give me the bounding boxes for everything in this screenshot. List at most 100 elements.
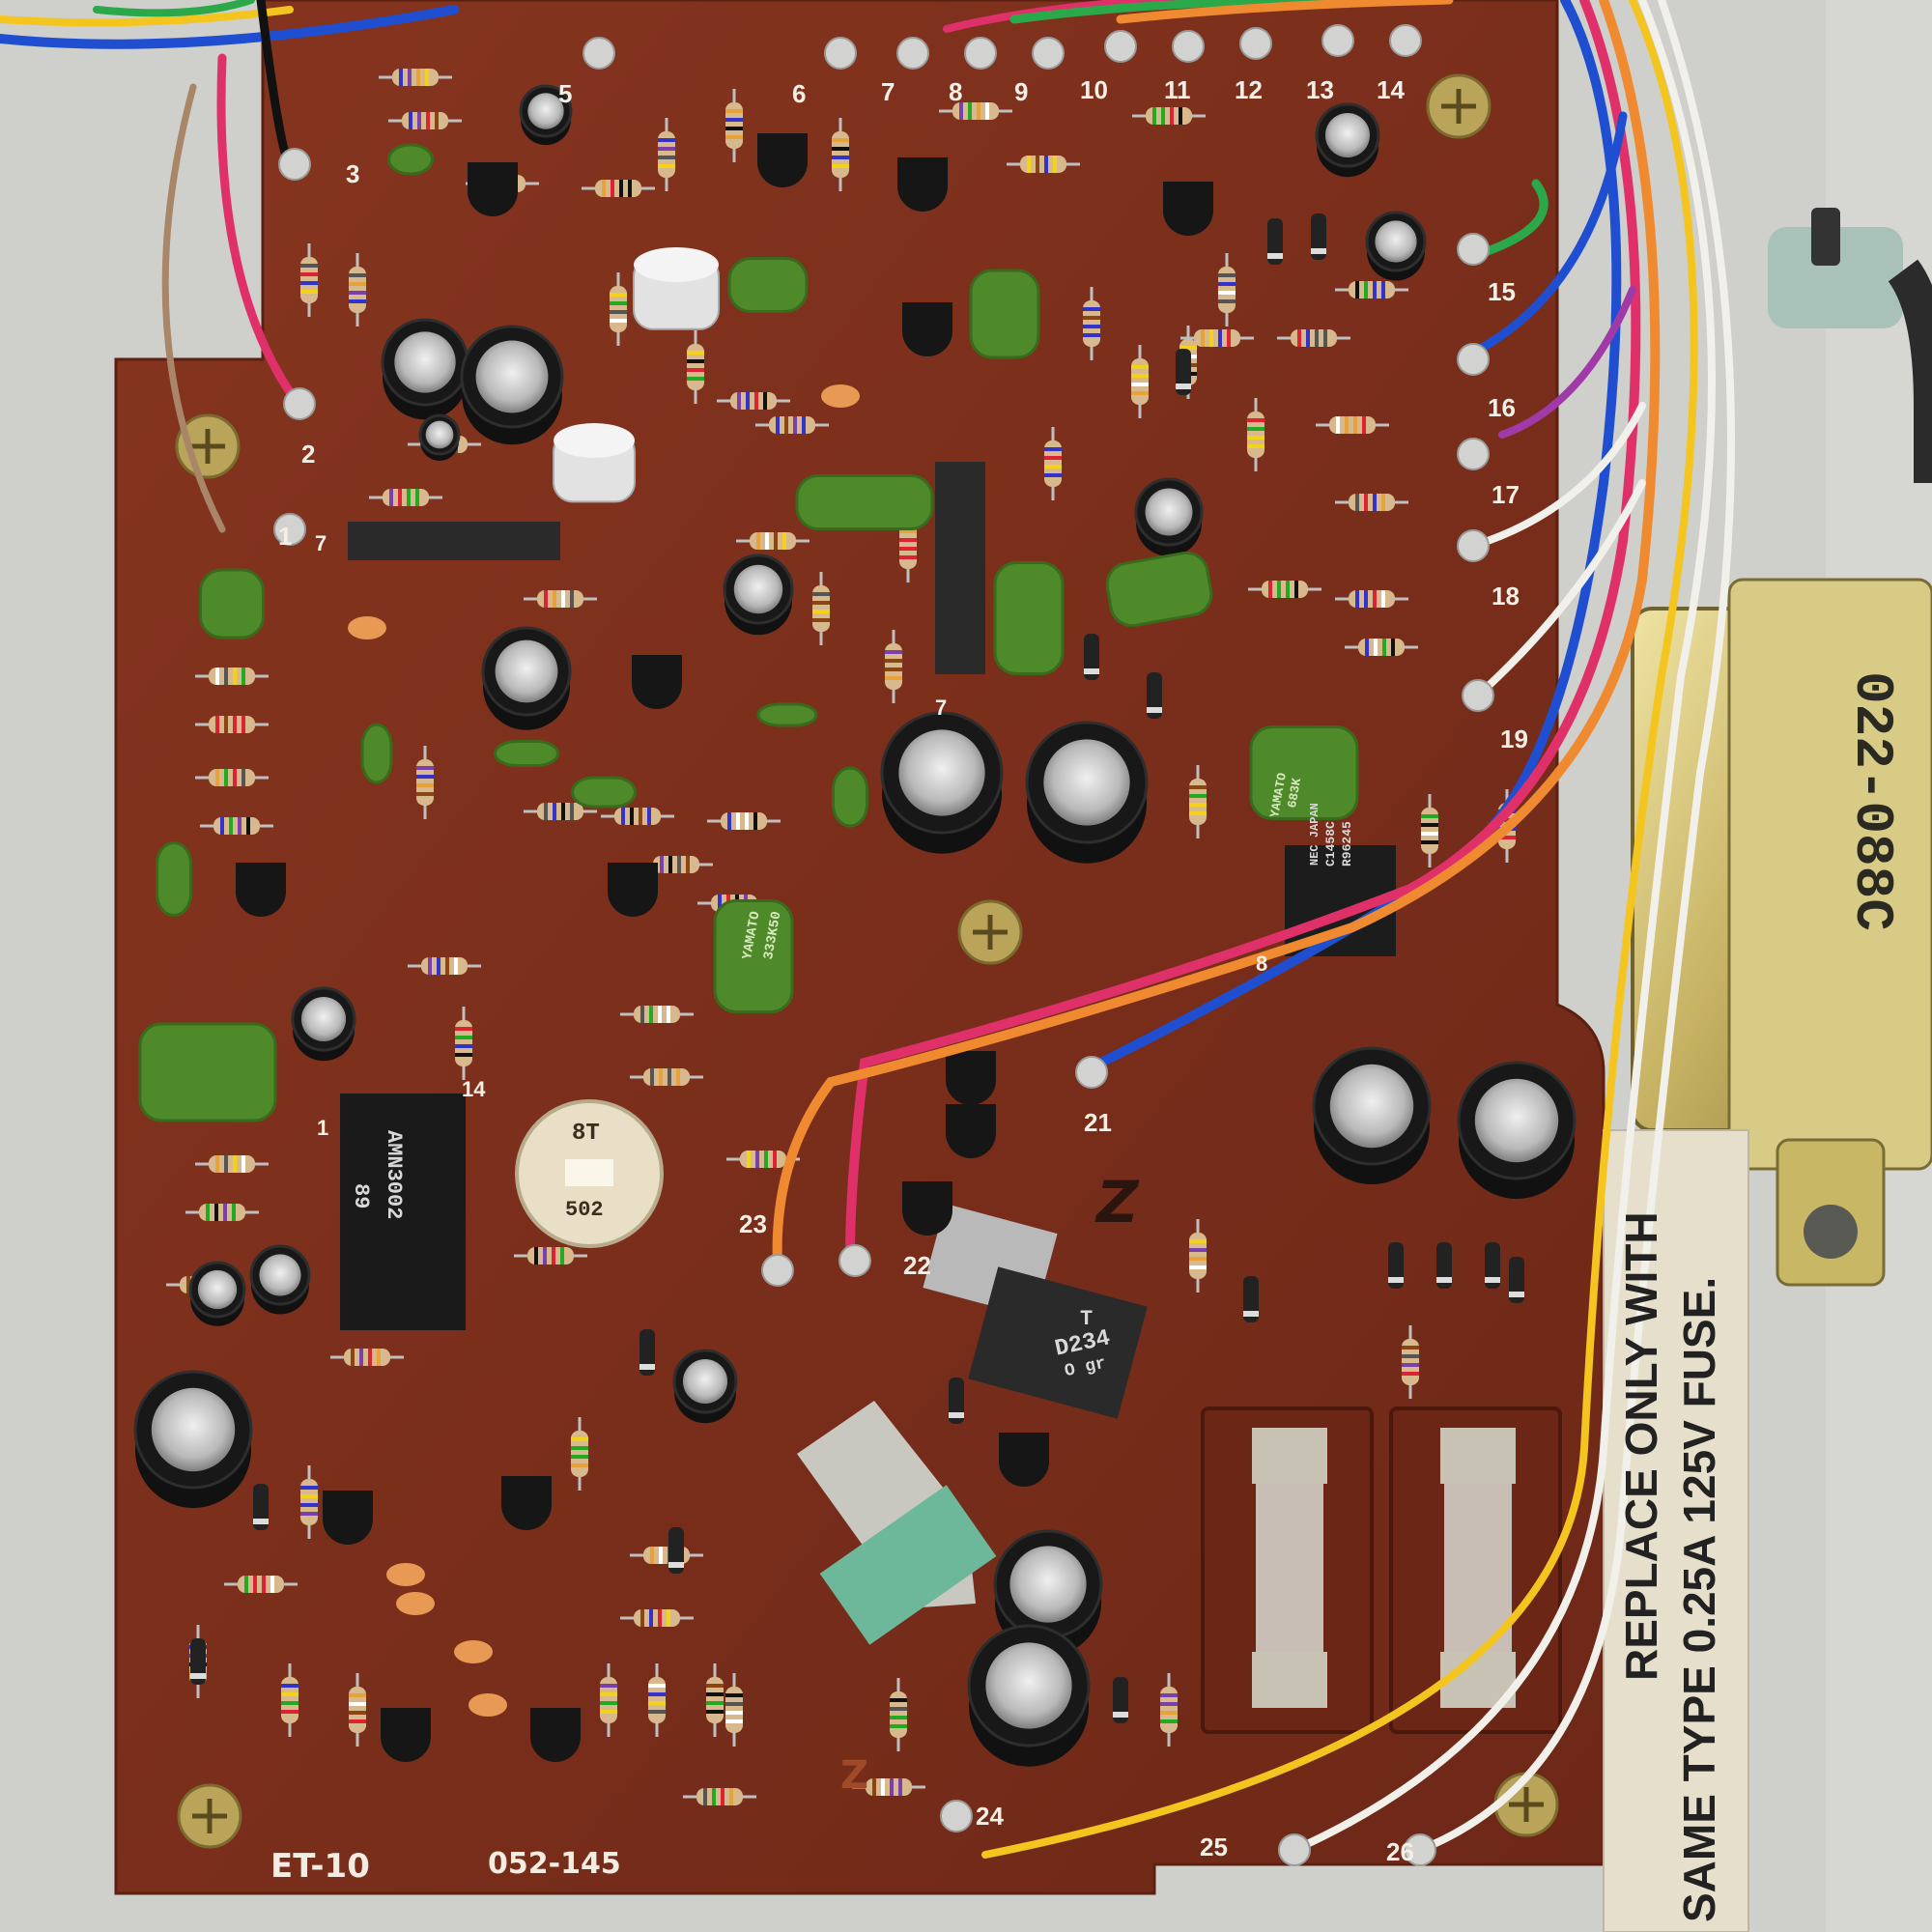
wire [1468,111,1628,357]
wire [0,5,459,49]
resistor [1189,765,1207,838]
pad-label-26: 26 [1386,1837,1414,1866]
pad-label-17: 17 [1492,480,1520,509]
electrolytic-capacitor [249,1244,311,1315]
film-capacitor [387,143,434,176]
diode [1113,1677,1128,1723]
fuse-warning-line-2: SAME TYPE 0.25A 125V FUSE. [1674,1276,1724,1922]
film-capacitor [156,841,192,917]
solder-pad [838,1244,871,1277]
resistor [582,180,655,197]
diode [1436,1242,1452,1289]
solder-pad [940,1800,973,1833]
film-capacitor [756,702,818,727]
trimmer-marking-bottom: 502 [565,1198,604,1222]
pad-label-14: 14 [1377,75,1405,104]
film-capacitor [1105,551,1213,628]
resistor [1132,107,1206,125]
resistor [706,1663,724,1737]
resistor [725,89,743,162]
resistor [195,1155,269,1173]
ceramic-capacitor [396,1592,435,1615]
resistor [200,817,273,835]
resistor [601,808,674,825]
pad-label-6: 6 [792,79,807,108]
solder-pad [1032,37,1065,70]
wire [1483,179,1548,256]
resistor [1277,329,1350,347]
electrolytic-capacitor [188,1261,246,1326]
diode [1267,218,1283,265]
resistor [717,392,790,410]
wire [216,53,304,411]
transistor [381,1708,431,1762]
electrolytic-capacitor [418,413,461,461]
film-capacitor [993,561,1065,675]
resistor [300,243,318,317]
resistor [224,1576,298,1593]
electrolytic-capacitor [1457,1061,1577,1199]
resistor [379,69,452,86]
resistor [416,746,434,819]
resistor [349,253,366,327]
resistor [620,1609,694,1627]
resistor [1083,287,1100,360]
wire [845,0,1641,1261]
solder-pad [1172,30,1205,63]
ceramic-capacitor [348,616,386,639]
resistor [1335,494,1408,511]
film-capacitor [138,1022,277,1122]
wire [772,0,1661,1270]
wire [1474,479,1646,699]
transistor [608,863,658,917]
resistor [281,1663,298,1737]
film-capacitor [199,568,265,639]
diode [1176,349,1191,395]
resistor [524,803,597,820]
wire [981,0,1698,1859]
resistor [1345,639,1418,656]
electrolytic-capacitor [723,554,794,636]
resistor [300,1465,318,1539]
pad-label-24: 24 [976,1802,1004,1831]
resistor [939,102,1012,120]
electrolytic-capacitor [880,711,1004,854]
pad-label-11: 11 [1164,75,1191,104]
regulator-d234 [923,1204,1148,1419]
transistor [501,1476,552,1530]
electrolytic-capacitor [672,1349,738,1424]
resistor [1248,581,1321,598]
ic4-pin8-label: 8 [1256,952,1268,976]
board-model-label: ET-10 [270,1847,370,1886]
electrolytic-capacitor [481,626,572,730]
solder-pad [761,1254,794,1287]
electrolytic-capacitor [133,1370,253,1508]
resistor [1335,281,1408,298]
solder-pad [964,37,997,70]
ic1-pin14-label: 14 [462,1077,486,1101]
wire [943,0,1226,33]
pad-label-22: 22 [903,1251,931,1280]
electrolytic-capacitor [1025,721,1149,864]
diode [668,1527,684,1574]
resistor [408,957,481,975]
electrolytic-capacitor [1365,211,1427,281]
resistor [1402,1325,1419,1399]
pad-label-7: 7 [881,77,895,106]
pad-label-25: 25 [1200,1833,1228,1861]
wire [93,0,255,17]
electrolytic-capacitor [1315,102,1380,178]
white-capacitor [553,423,636,503]
resistor [369,489,442,506]
transistor [902,1181,952,1236]
screw [177,1783,242,1849]
electrolytic-capacitor [519,84,573,146]
pad-label-10: 10 [1080,75,1108,104]
fuse-holder-left [1201,1406,1374,1734]
components-layer [133,69,1577,1805]
transformer-label: 022-088C [1841,671,1903,931]
pad-label-8: 8 [949,77,963,106]
solder-pad [1462,679,1494,712]
ic-opamp-marking-3: R96245 [1340,821,1354,867]
